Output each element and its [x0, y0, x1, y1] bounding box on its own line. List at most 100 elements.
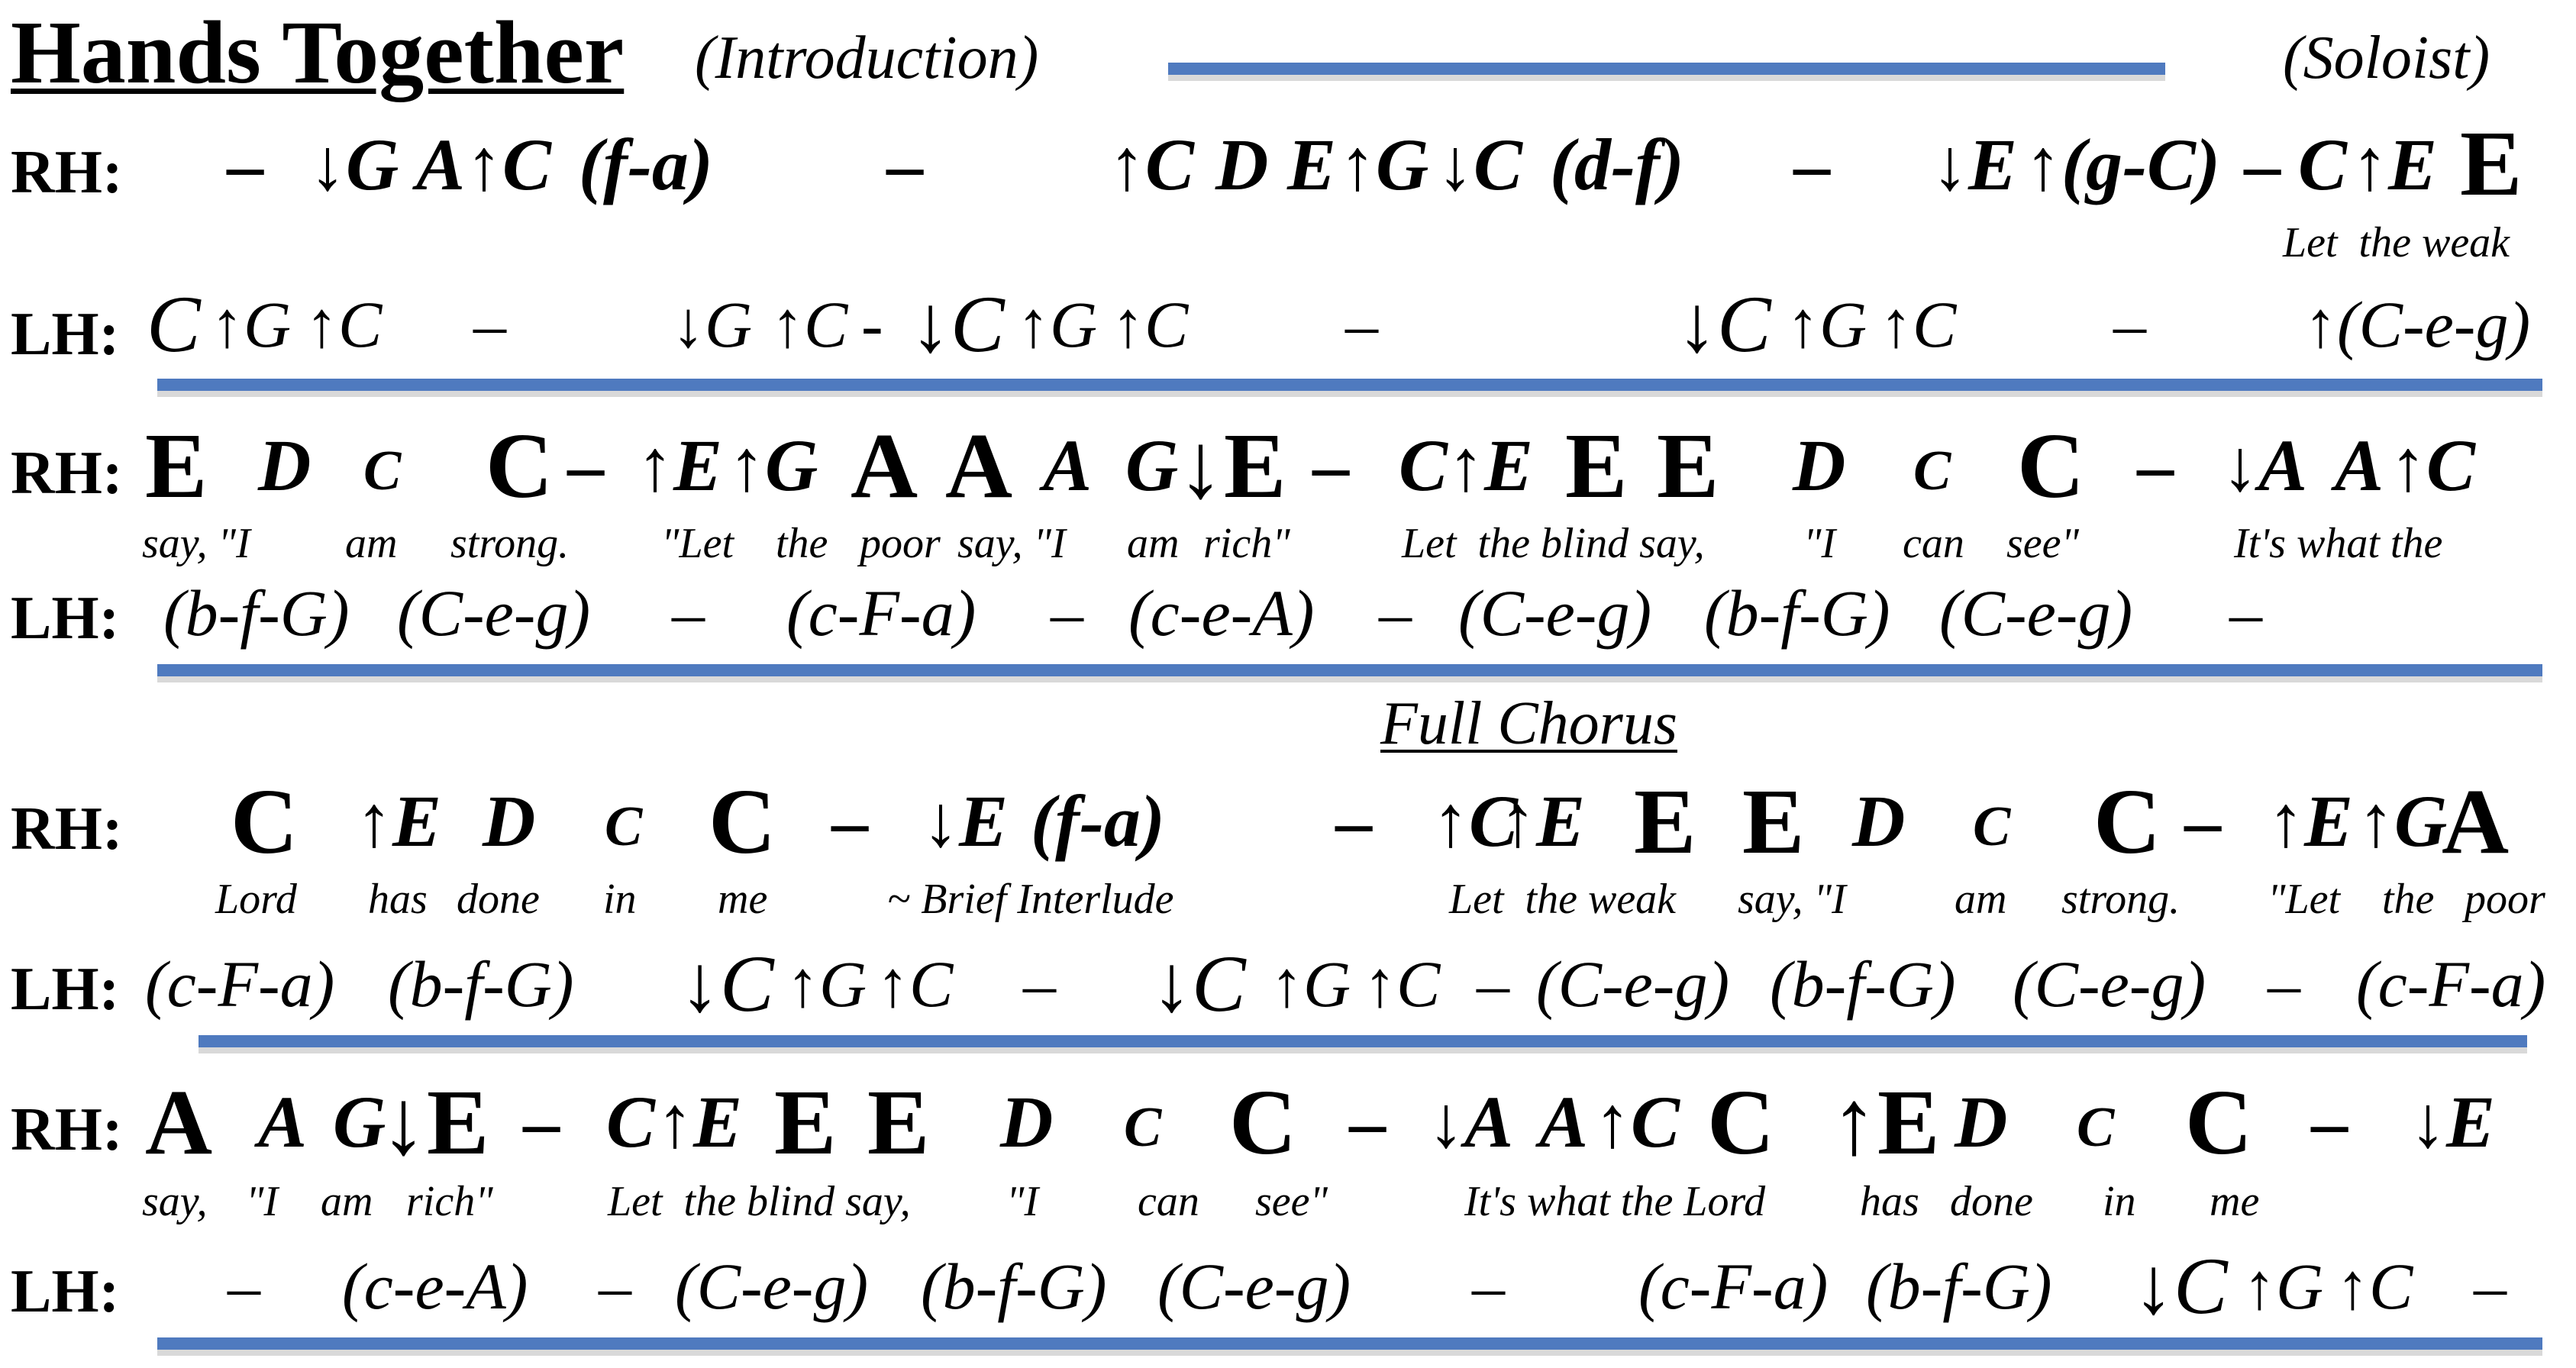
chord: (f-a): [1031, 780, 1165, 862]
lyric: am: [345, 520, 398, 567]
note: C: [1973, 795, 2011, 858]
rest: –: [1472, 1250, 1505, 1323]
chord: (c-e-A): [1128, 576, 1315, 650]
system-divider: [157, 1337, 2542, 1350]
note: ↑E: [356, 780, 442, 862]
note: C: [2077, 1096, 2115, 1159]
note: –: [832, 780, 869, 862]
note: ↑C: [1594, 1081, 1680, 1163]
lyric: ~ Brief Interlude: [887, 876, 1174, 923]
chord: (b-f-G): [1704, 576, 1890, 650]
note: D: [1852, 780, 1906, 862]
note: ↑G: [1270, 947, 1351, 1021]
lyric: poor: [860, 520, 941, 567]
chord: (f-a): [579, 124, 713, 205]
note: C: [1399, 424, 1448, 506]
note: ↑C: [1880, 288, 1957, 361]
lyric: say, "I: [142, 520, 250, 567]
note: E: [1565, 415, 1628, 518]
note: E: [2460, 112, 2523, 215]
chord: (c-e-A): [342, 1250, 528, 1323]
note: A: [2442, 770, 2510, 873]
note: D: [1793, 424, 1846, 506]
system-divider: [157, 664, 2542, 676]
note: D: [1215, 124, 1269, 205]
lyric: see": [1255, 1178, 1328, 1225]
lyric: It's what the: [2234, 520, 2443, 567]
note: C: [1229, 1071, 1297, 1174]
section-heading: Full Chorus: [1380, 690, 1677, 757]
note: A: [945, 415, 1013, 518]
note: ↓C: [1437, 124, 1523, 205]
lyric: done: [1950, 1178, 2033, 1225]
rest: -: [861, 288, 883, 361]
lyric: "Let: [2268, 876, 2341, 923]
lh-label: LH:: [11, 585, 120, 652]
lyric: "I: [1803, 520, 1836, 567]
note: E: [1657, 415, 1719, 518]
note: ↑G: [2243, 1250, 2324, 1323]
lyric: strong.: [450, 520, 570, 567]
note: G: [1125, 424, 1179, 506]
lh-label: LH:: [11, 956, 120, 1023]
rest: –: [1477, 947, 1509, 1021]
note: ↓A: [2222, 424, 2308, 506]
note: ↑G: [728, 424, 818, 506]
lyric: Let the blind say,: [608, 1178, 911, 1225]
note: ↓G: [309, 124, 399, 205]
rh-label: RH:: [11, 795, 123, 863]
lyric: say, "I: [957, 520, 1066, 567]
system-divider: [157, 379, 2542, 391]
lyric: me: [2210, 1178, 2260, 1225]
lyric: has: [368, 876, 428, 923]
chord: (d-f): [1550, 124, 1684, 205]
note: A: [1043, 424, 1093, 506]
chord: (C-e-g): [675, 1250, 869, 1323]
lyric: strong.: [2061, 876, 2181, 923]
lyric: rich": [1203, 520, 1290, 567]
note: E: [1634, 770, 1696, 873]
note: A: [1539, 1081, 1589, 1163]
note: –: [2138, 424, 2174, 506]
note: ↑C: [2336, 1250, 2413, 1323]
note: ↑C: [1109, 124, 1195, 205]
lh-label: LH:: [11, 301, 120, 368]
chord: (b-f-G): [921, 1250, 1107, 1323]
note: C: [605, 795, 643, 858]
system-divider: [199, 1035, 2527, 1047]
rh-label: RH:: [11, 139, 123, 206]
chord: (b-f-G): [1866, 1250, 2052, 1323]
chord: (C-e-g): [1536, 947, 1730, 1021]
chord: (C-e-g): [2013, 947, 2206, 1021]
note: C: [606, 1081, 656, 1163]
lyric: "I: [1006, 1178, 1039, 1225]
chord: (b-f-G): [388, 947, 574, 1021]
rest: –: [228, 1250, 260, 1323]
lyric: am: [1127, 520, 1180, 567]
note: C: [1707, 1071, 1775, 1174]
note: ↑E: [1831, 1071, 1940, 1174]
note: –: [2312, 1081, 2348, 1163]
introduction-label: (Introduction): [695, 24, 1039, 92]
note: E: [867, 1071, 930, 1174]
note: E: [145, 415, 208, 518]
note: C: [2017, 415, 2085, 518]
lyric: "I: [246, 1178, 279, 1225]
chord: (c-F-a): [2356, 947, 2546, 1021]
note: ↑E: [1499, 780, 1586, 862]
chord: (C-e-g): [1157, 1250, 1351, 1323]
lyric: the: [2382, 876, 2435, 923]
note: C: [709, 770, 776, 873]
note: A: [145, 1071, 213, 1174]
note: ↓E: [1177, 415, 1286, 518]
note: ↑C: [1112, 288, 1189, 361]
note: C: [1124, 1096, 1162, 1159]
lyric: can: [1903, 520, 1964, 567]
note: C: [2185, 1071, 2253, 1174]
note: D: [1000, 1081, 1054, 1163]
lyric: has: [1860, 1178, 1919, 1225]
lyric: see": [2006, 520, 2080, 567]
note: –: [1350, 1081, 1386, 1163]
lyric: It's what the Lord: [1464, 1178, 1766, 1225]
note: ↑C: [1432, 780, 1519, 862]
